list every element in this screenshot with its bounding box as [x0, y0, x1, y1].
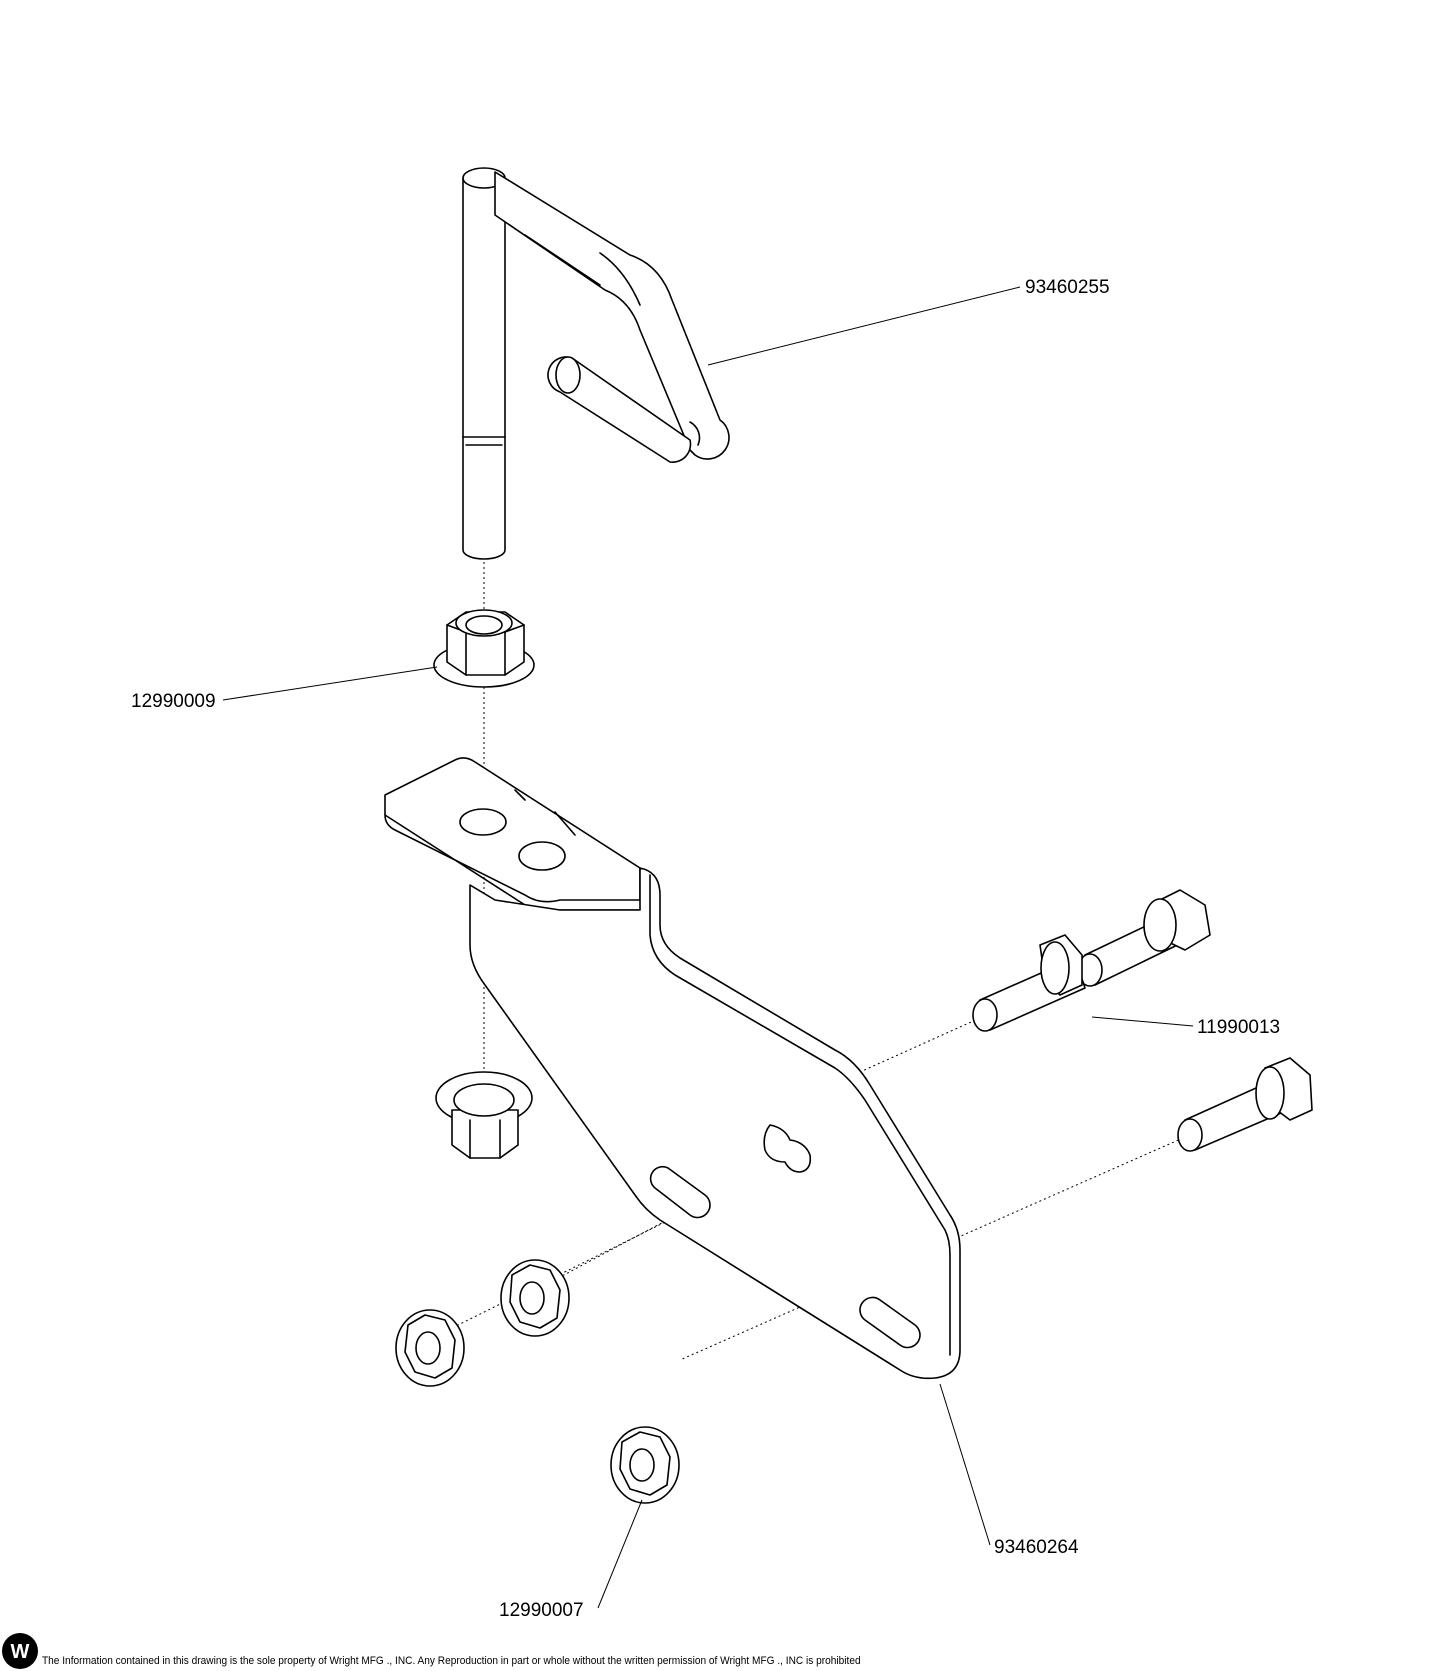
- part-number-bolts: 11990013: [1197, 1017, 1281, 1038]
- part-number-lower-nut: 12990007: [499, 1600, 584, 1621]
- shift-rod-part: [462, 167, 730, 560]
- copyright-notice: The Information contained in this drawin…: [42, 1655, 861, 1667]
- small-flange-nuts-part: [395, 1259, 680, 1504]
- bolts-part: [972, 889, 1313, 1152]
- wright-logo: W: [2, 1633, 38, 1669]
- flange-nut-part: [435, 1071, 533, 1159]
- part-number-shift-rod: 93460255: [1025, 277, 1110, 298]
- upper-flange-nut-part: [433, 609, 535, 688]
- part-number-bracket: 93460264: [994, 1537, 1079, 1558]
- mounting-bracket-part: [384, 757, 961, 1380]
- svg-text:W: W: [11, 1641, 30, 1663]
- leader-lines: [222, 286, 1194, 1609]
- part-number-upper-nut: 12990009: [131, 691, 216, 712]
